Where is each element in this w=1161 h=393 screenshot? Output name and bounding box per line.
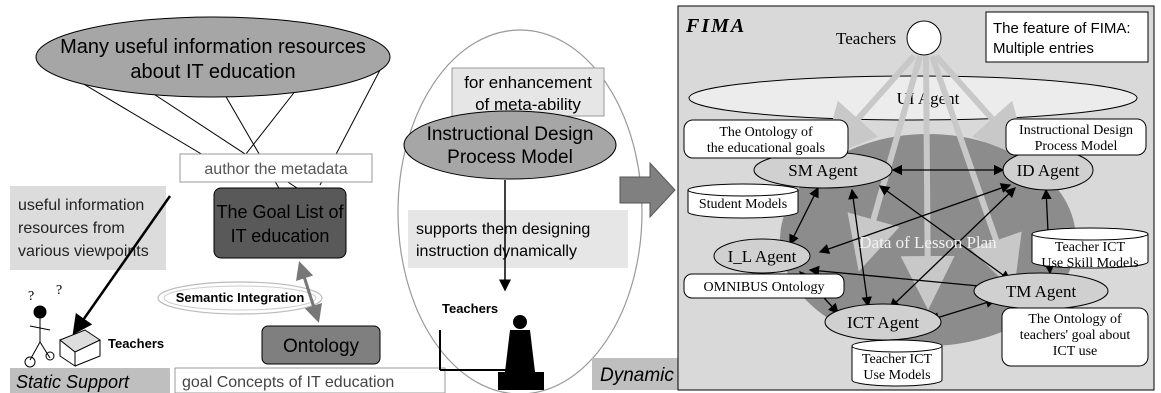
middle-panel: for enhancement of meta-ability Instruct…	[397, 29, 772, 393]
ontology-box	[261, 325, 381, 365]
ontology-teachers-line-2: teachers' goal about	[1020, 328, 1131, 343]
semantic-integration-label: Semantic Integration	[176, 290, 305, 305]
static-support-box	[10, 368, 170, 393]
author-metadata-box	[179, 153, 373, 183]
ict-skill-models-cylinder	[1031, 227, 1149, 269]
static-support-label: Static Support	[16, 372, 130, 392]
teachers-label-middle: Teachers	[442, 301, 498, 316]
transition-arrow	[619, 161, 676, 219]
integration-arrow	[296, 261, 322, 323]
feature-line-2: Multiple entries	[993, 40, 1094, 57]
ict-skill-line-1: Teacher ICT	[1055, 240, 1126, 255]
student-models-label: Student Models	[699, 197, 787, 212]
lesson-plan-label: Data of Lesson Plan	[859, 233, 997, 252]
ontology-teachers-box	[1001, 307, 1149, 367]
svg-text:?: ?	[28, 289, 34, 304]
omnibus-label: OMNIBUS Ontology	[704, 280, 825, 295]
il-agent-label: I_L Agent	[728, 247, 797, 266]
ontology-goals-line-2: the educational goals	[707, 141, 825, 156]
idpm-fima-line-2: Process Model	[1035, 139, 1118, 154]
meta-ability-box	[451, 67, 605, 117]
resources-ellipse	[35, 16, 391, 98]
idpm-fima-box	[1005, 118, 1147, 156]
fima-logo: FIMA	[685, 15, 746, 37]
omnibus-box	[683, 273, 845, 299]
sm-agent-label: SM Agent	[788, 161, 858, 180]
goal-list-label-1: The Goal List of	[216, 202, 344, 222]
ict-use-models-cylinder	[851, 339, 943, 387]
resources-label-2: about IT education	[130, 61, 295, 83]
supports-line-2: instruction dynamically	[416, 243, 577, 260]
supports-box	[408, 210, 628, 268]
left-panel: Many useful information resources about …	[10, 16, 446, 393]
feature-line-1: The feature of FIMA:	[993, 20, 1131, 37]
goal-concepts-label: goal Concepts of IT education	[182, 374, 394, 391]
idpm-ellipse	[403, 110, 617, 180]
teachers-clipart-icon: ? ?	[24, 283, 102, 368]
semantic-integration-ellipse	[157, 281, 323, 315]
goal-concepts-box	[174, 367, 446, 393]
teachers-label-left: Teachers	[108, 336, 164, 351]
useful-line-3: various viewpoints	[18, 243, 149, 260]
idpm-label-2: Process Model	[447, 147, 573, 168]
ontology-goals-line-1: The Ontology of	[719, 125, 813, 140]
idpm-fima-line-1: Instructional Design	[1019, 123, 1133, 138]
meta-label-1: for enhancement	[464, 73, 592, 92]
arrow-to-teachers	[72, 195, 172, 336]
ict-use-line-1: Teacher ICT	[862, 352, 933, 367]
useful-resources-box	[10, 186, 166, 270]
ict-use-line-2: Use Models	[863, 368, 930, 383]
fima-teachers-label: Teachers	[836, 29, 896, 48]
meta-label-2: of meta-ability	[475, 95, 581, 114]
useful-line-1: useful information	[18, 197, 144, 214]
teacher-desk-icon	[439, 315, 544, 390]
id-agent-label: ID Agent	[1017, 161, 1080, 180]
ontology-goals-box	[683, 119, 849, 159]
ict-skill-line-2: Use Skill Models	[1041, 256, 1138, 271]
ontology-teachers-line-1: The Ontology of	[1028, 312, 1122, 327]
feature-box	[985, 11, 1149, 63]
idpm-label-1: Instructional Design	[427, 124, 594, 145]
student-models-cylinder	[687, 183, 799, 219]
il-agent-ellipse	[713, 238, 811, 274]
fima-panel: FIMA Teachers The feature of FIMA: Multi…	[677, 5, 1155, 391]
svg-text:?: ?	[56, 283, 62, 298]
resources-label-1: Many useful information resources	[60, 36, 366, 58]
supports-line-1: supports them designing	[416, 221, 590, 238]
teachers-node	[906, 20, 942, 56]
goal-list-box	[213, 187, 347, 259]
dynamic-ellipse	[397, 29, 643, 393]
tm-agent-label: TM Agent	[1006, 282, 1077, 301]
ontology-teachers-line-3: ICT use	[1053, 344, 1097, 359]
author-metadata-label: author the metadata	[204, 161, 347, 178]
ontology-label: Ontology	[283, 336, 360, 357]
agent-links	[789, 164, 1055, 323]
goal-list-label-2: IT education	[231, 226, 330, 246]
ict-agent-label: ICT Agent	[847, 313, 919, 332]
useful-line-2: resources from	[18, 220, 125, 237]
